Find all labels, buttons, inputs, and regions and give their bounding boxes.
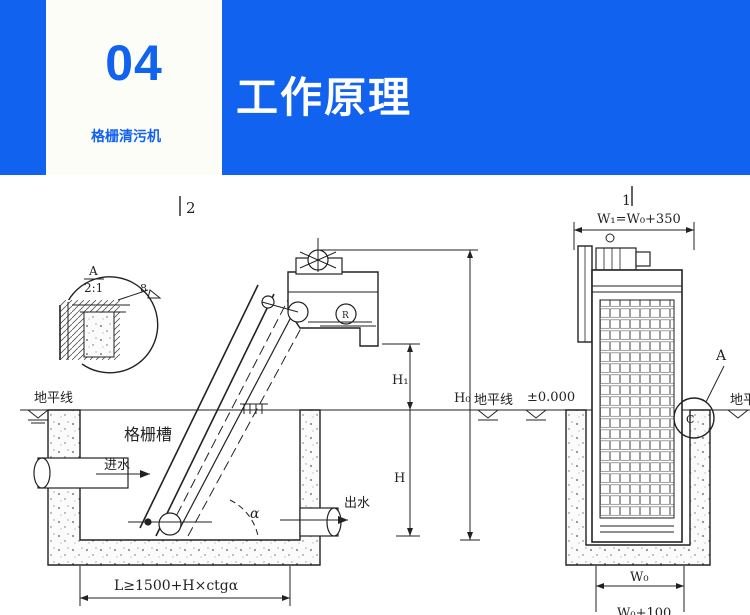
cut-dimension-label: W₀+100	[617, 606, 671, 615]
angle-arc	[229, 499, 259, 537]
working-principle-drawing: 2 A 2:1 8 地平线 格栅槽	[20, 186, 750, 615]
detail-a-label-front: A	[715, 348, 727, 364]
section-title: 工作原理	[236, 73, 413, 122]
section-number: 04	[105, 35, 163, 91]
dim-h1-label: H₁	[392, 373, 409, 388]
ground-line-left	[20, 409, 510, 424]
section-label-1: 1	[622, 193, 631, 209]
outlet-label: 出水	[344, 496, 370, 511]
svg-text:R: R	[342, 311, 349, 321]
screen-panel	[591, 269, 683, 543]
detail-part-number: 8	[140, 282, 147, 295]
detail-a-callout: A 2:1 8	[59, 264, 162, 374]
channel-concrete-front	[565, 409, 711, 566]
angle-label: α	[250, 506, 260, 522]
dimension-length	[79, 566, 291, 606]
drive-wheel	[577, 245, 593, 343]
dim-w0-label: W₀	[630, 570, 649, 585]
detail-c-label: C	[686, 413, 694, 426]
header-banner: 04 格栅清污机 工作原理	[0, 0, 750, 175]
product-name: 格栅清污机	[91, 129, 161, 145]
inlet-label: 进水	[104, 458, 130, 473]
channel-label: 格栅槽	[124, 425, 172, 444]
dimension-h	[382, 343, 420, 537]
drive-head: R	[261, 238, 379, 347]
rack-teeth	[240, 403, 268, 414]
svg-text:2:1: 2:1	[84, 281, 103, 295]
dim-length-label: L≥1500+H×ctgα	[114, 578, 239, 594]
dimension-w0	[595, 566, 685, 612]
outlet-pipe	[280, 507, 348, 537]
section-badge: 04 格栅清污机	[46, 0, 222, 175]
dimension-w1	[573, 222, 695, 250]
section-label-2: 2	[186, 199, 196, 217]
dimension-h0	[320, 249, 480, 541]
dim-h0-label: H₀	[454, 391, 471, 406]
channel-concrete	[47, 409, 321, 566]
side-view: 2 A 2:1 8 地平线 格栅槽	[20, 196, 510, 606]
ground-line-label: 地平线	[34, 391, 73, 406]
drive-motor	[595, 233, 651, 271]
detail-a-circle	[673, 397, 715, 439]
inlet-pipe	[33, 457, 150, 489]
inclined-screen-frame	[128, 284, 313, 537]
svg-text:A: A	[88, 264, 98, 278]
ground-line-cut-label: 地平	[730, 393, 750, 408]
dim-h-label: H	[394, 471, 405, 486]
dim-w1-label: W₁=W₀+350	[597, 212, 681, 227]
ground-line-label-right: 地平线	[474, 393, 513, 408]
elevation-label: ±0.000	[527, 390, 575, 405]
front-view: 1 W₁=W₀+350 地平线 ±0.000 地平	[474, 186, 750, 615]
